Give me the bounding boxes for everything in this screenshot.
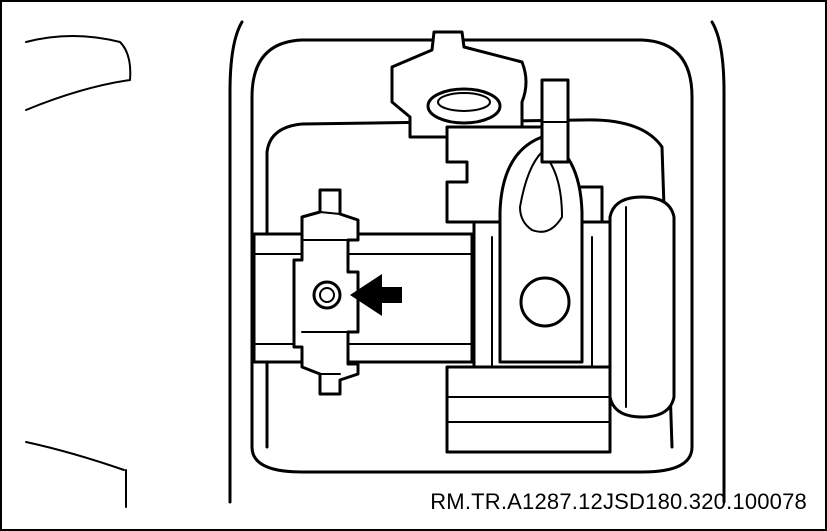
center-bolt-outer [312, 280, 342, 310]
cover-fragment-top-left [25, 35, 132, 111]
reference-code: RM.TR.A1287.12JSD180.320.100078 [430, 489, 807, 514]
bracket-hole [426, 87, 502, 125]
side-drum [608, 195, 676, 419]
arrow-right-icon [350, 274, 402, 316]
cam-lever [498, 135, 584, 364]
inner-compartment [250, 38, 694, 449]
pivot-hole [519, 276, 571, 328]
lower-housing [445, 365, 612, 454]
cover-fragment-bottom-left [25, 441, 127, 508]
center-bolt-inner [319, 287, 335, 303]
outer-housing [228, 20, 726, 504]
back-panel [265, 118, 674, 449]
